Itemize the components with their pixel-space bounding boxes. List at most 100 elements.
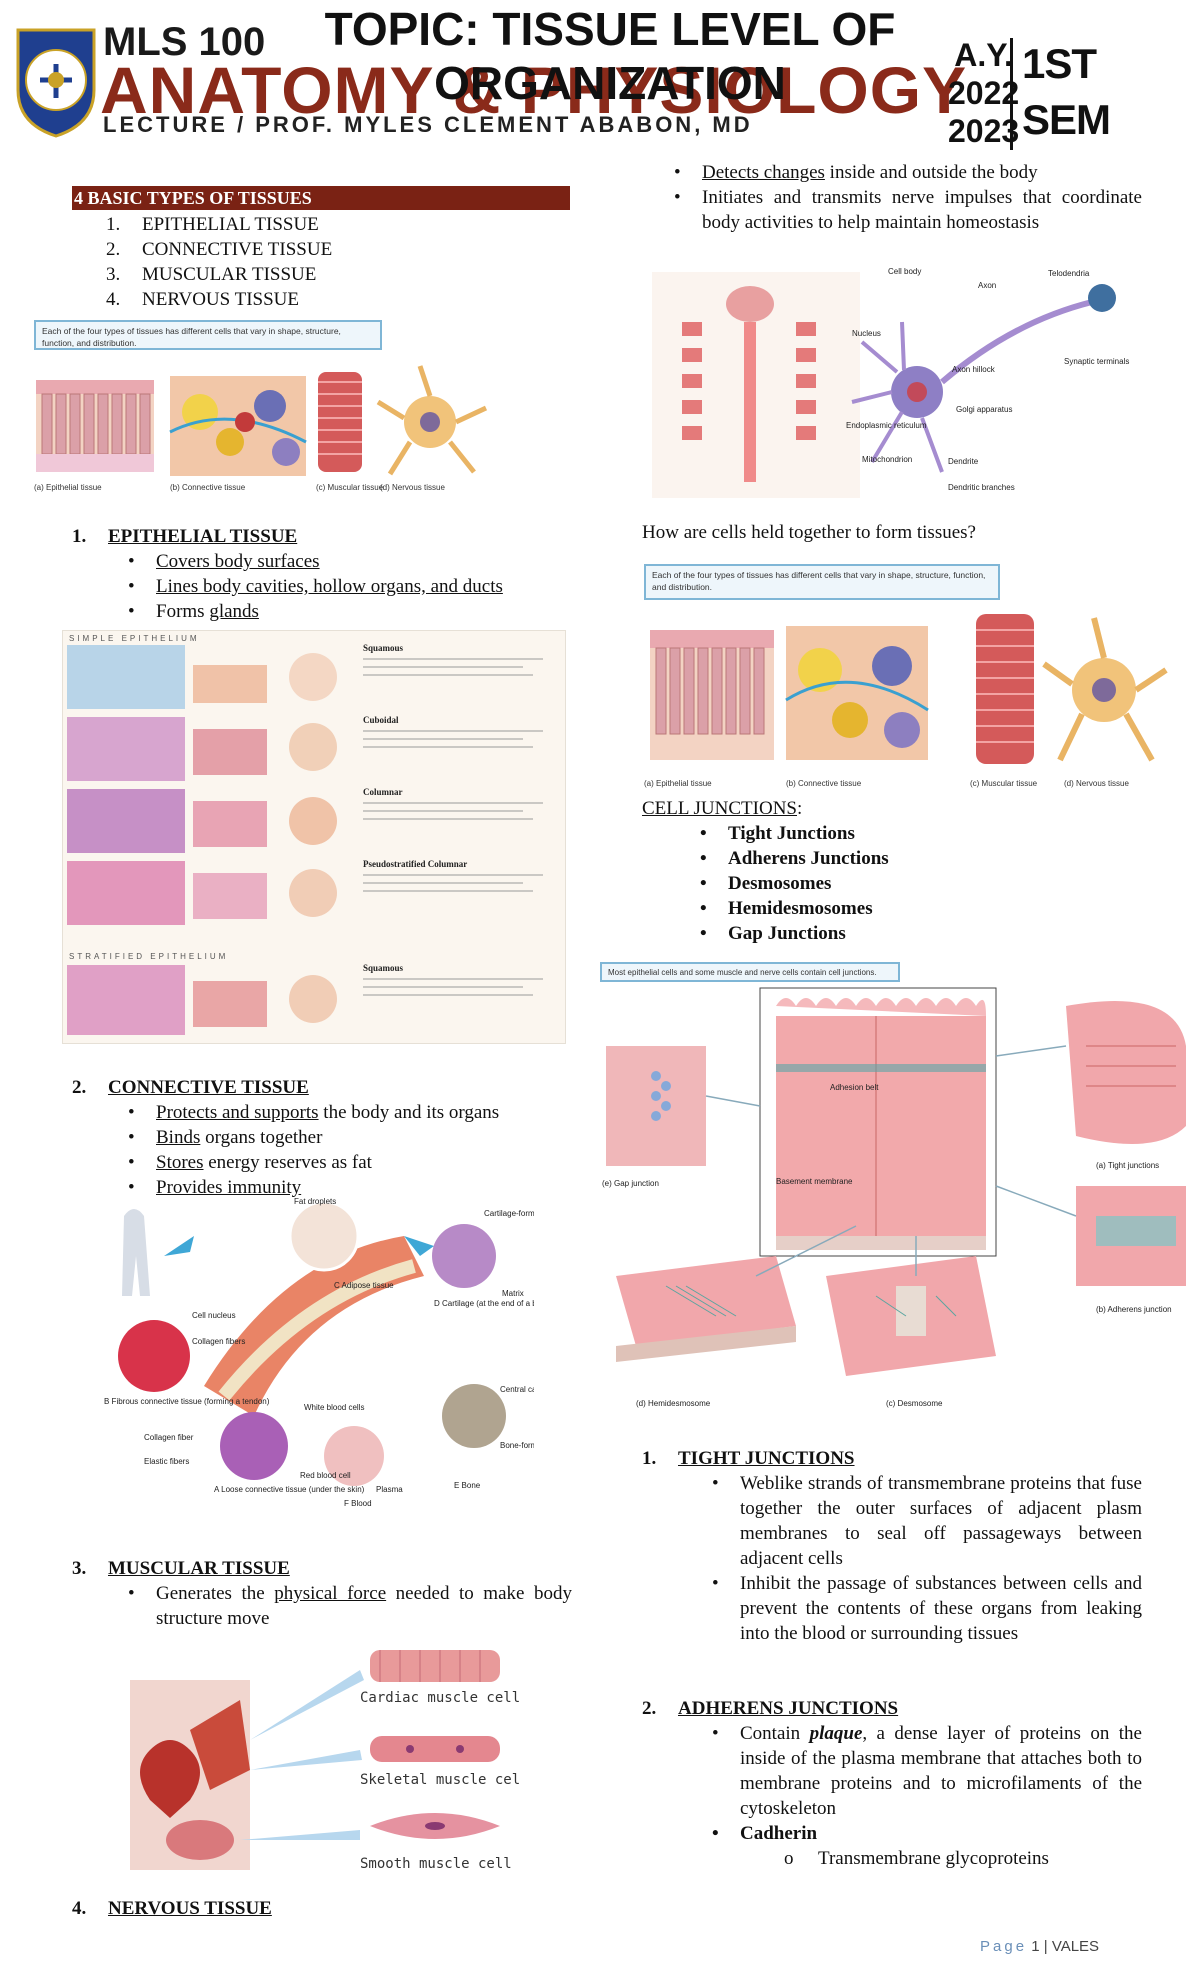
tight-junction-illustration — [1066, 1001, 1186, 1144]
epithelium-row-label: Pseudostratified Columnar — [363, 859, 467, 869]
connective-illustration — [169, 376, 307, 476]
page-number: 1 — [1031, 1938, 1040, 1955]
connective-label: Matrix — [502, 1289, 524, 1298]
connective-label: White blood cells — [304, 1403, 364, 1412]
muscle-cell-label: Cardiac muscle cell — [360, 1690, 520, 1706]
hemidesmosome-illustration — [616, 1256, 796, 1362]
list-item: Forms glands — [128, 599, 572, 624]
connective-label: Cell nucleus — [192, 1311, 236, 1320]
cell-junctions-list: Tight Junctions Adherens Junctions Desmo… — [700, 821, 889, 946]
human-figure — [122, 1209, 150, 1296]
list-item: Stores energy reserves as fat — [128, 1150, 572, 1175]
junction-label: (d) Hemidesmosome — [636, 1399, 711, 1408]
list-item: Lines body cavities, hollow organs, and … — [128, 574, 572, 599]
epithelium-row-label: Squamous — [363, 643, 404, 653]
muscular-section: 3.MUSCULAR TISSUE Generates the physical… — [72, 1556, 572, 1631]
cells-block — [776, 1016, 986, 1236]
tissue-figure-caption-2: Each of the four types of tissues has di… — [644, 564, 1000, 600]
loose-connective-circle — [220, 1412, 288, 1480]
neuron-label: Endoplasmic reticulum — [846, 421, 927, 430]
connective-label: Cartilage-forming cells — [484, 1209, 534, 1218]
connective-label: Fat droplets — [294, 1197, 336, 1206]
lecturer-line: LECTURE / PROF. MYLES CLEMENT ABABON, MD — [103, 112, 753, 137]
connective-label: F Blood — [344, 1499, 372, 1508]
neuron-label: Synaptic terminals — [1064, 357, 1129, 366]
tissue-label-c: (c) Muscular tissue — [316, 483, 384, 492]
adipose-circle — [288, 1200, 360, 1272]
semester: 1ST SEM — [1022, 36, 1111, 148]
muscular-heading: 3.MUSCULAR TISSUE — [72, 1558, 290, 1579]
junction-label: (a) Tight junctions — [1096, 1161, 1159, 1170]
adherens-junction-illustration — [1076, 1186, 1186, 1286]
connective-label: Plasma — [376, 1485, 403, 1494]
list-item: Inhibit the passage of substances betwee… — [712, 1571, 1142, 1646]
list-item: Provides immunity — [128, 1175, 572, 1200]
header-divider — [1010, 38, 1013, 150]
cardiac-muscle-cell — [370, 1650, 500, 1682]
list-item: Gap Junctions — [700, 921, 889, 946]
neuron-label: Dendrite — [948, 457, 979, 466]
list-item: Desmosomes — [700, 871, 889, 896]
adherens-junctions-heading: 2.ADHERENS JUNCTIONS — [642, 1698, 899, 1719]
list-item: Contain plaque, a dense layer of protein… — [712, 1721, 1142, 1821]
list-item: Hemidesmosomes — [700, 896, 889, 921]
connective-label: Collagen fiber — [144, 1433, 194, 1442]
sem-line2: SEM — [1022, 96, 1111, 143]
ay-year2: 2023 — [948, 113, 1020, 149]
footer-separator: | — [1043, 1938, 1048, 1955]
nervous-illustration — [376, 365, 488, 476]
neuron-illustration — [851, 284, 1116, 473]
tissue-label-c2: (c) Muscular tissue — [970, 779, 1038, 788]
muscle-cell-label: Skeletal muscle cell — [360, 1772, 520, 1788]
junction-label: Basement membrane — [776, 1177, 853, 1186]
neuron-label: Telodendria — [1048, 269, 1090, 278]
epithelium-row-5 — [67, 965, 337, 1035]
neuron-label: Dendritic branches — [948, 483, 1015, 492]
connective-label: Collagen fibers — [192, 1337, 245, 1346]
desmosome-illustration — [826, 1256, 996, 1376]
epithelium-row-3 — [67, 789, 337, 853]
cell-junctions-heading: CELL JUNCTIONS: — [642, 798, 803, 819]
muscle-cell-label: Smooth muscle cell — [360, 1856, 512, 1872]
basic-types-heading: 4 BASIC TYPES OF TISSUES — [72, 186, 570, 210]
tissue-label-d2: (d) Nervous tissue — [1064, 779, 1129, 788]
cell-junctions-figure: (a) Tight junctions (b) Adherens junctio… — [596, 986, 1192, 1414]
topic-title: TOPIC: TISSUE LEVEL OF ORGANIZATION — [324, 3, 896, 109]
list-item: Covers body surfaces — [128, 549, 572, 574]
neuron-label: Cell body — [888, 267, 921, 276]
connective-label: D Cartilage (at the end of a bone) — [434, 1299, 534, 1308]
ay-label: A.Y. — [954, 37, 1013, 73]
connective-tissue-figure: Fat droplets C Adipose tissue Cartilage-… — [104, 1196, 566, 1530]
stomach-illustration — [166, 1820, 234, 1860]
epithelium-row-2 — [67, 717, 337, 781]
epithelium-row-4 — [67, 861, 337, 925]
nervous-heading: 4.NERVOUS TISSUE — [72, 1898, 272, 1919]
connective-label: Central canal — [500, 1385, 534, 1394]
list-item: Cadherin — [712, 1821, 1142, 1846]
arm-bone — [218, 1259, 416, 1401]
tissue-label-b2: (b) Connective tissue — [786, 779, 862, 788]
list-item: Binds organs together — [128, 1125, 572, 1150]
list-item: 1.EPITHELIAL TISSUE — [106, 214, 319, 235]
muscle-cells-figure: Cardiac muscle cell Skeletal muscle cell… — [130, 1640, 529, 1880]
connective-label: A Loose connective tissue (under the ski… — [214, 1485, 365, 1494]
junction-label: Adhesion belt — [830, 1083, 879, 1092]
list-item: 3.MUSCULAR TISSUE — [106, 264, 317, 285]
connective-label: E Bone — [454, 1481, 481, 1490]
adherens-junctions-section: 2.ADHERENS JUNCTIONS Contain plaque, a d… — [642, 1696, 1142, 1871]
list-item: Detects changes inside and outside the b… — [674, 160, 1142, 185]
neuron-label: Axon — [978, 281, 996, 290]
brain-illustration — [726, 286, 774, 322]
neuron-label: Axon hillock — [952, 365, 996, 374]
list-item: 2.CONNECTIVE TISSUE — [106, 239, 333, 260]
sem-line1: 1ST — [1022, 40, 1097, 87]
connective-label: Elastic fibers — [144, 1457, 189, 1466]
blood-circle — [324, 1426, 384, 1486]
four-tissues-figure: (a) Epithelial tissue (b) Connective tis… — [30, 362, 570, 496]
junction-label: (c) Desmosome — [886, 1399, 943, 1408]
junction-label: (e) Gap junction — [602, 1179, 659, 1188]
nervous-system-figure: Cell body Axon Telodendria Nucleus Axon … — [652, 262, 1142, 502]
footer-author: VALES — [1051, 1938, 1100, 1955]
spinal-cord — [744, 322, 756, 482]
nervous-bullets: Detects changes inside and outside the b… — [674, 160, 1142, 235]
